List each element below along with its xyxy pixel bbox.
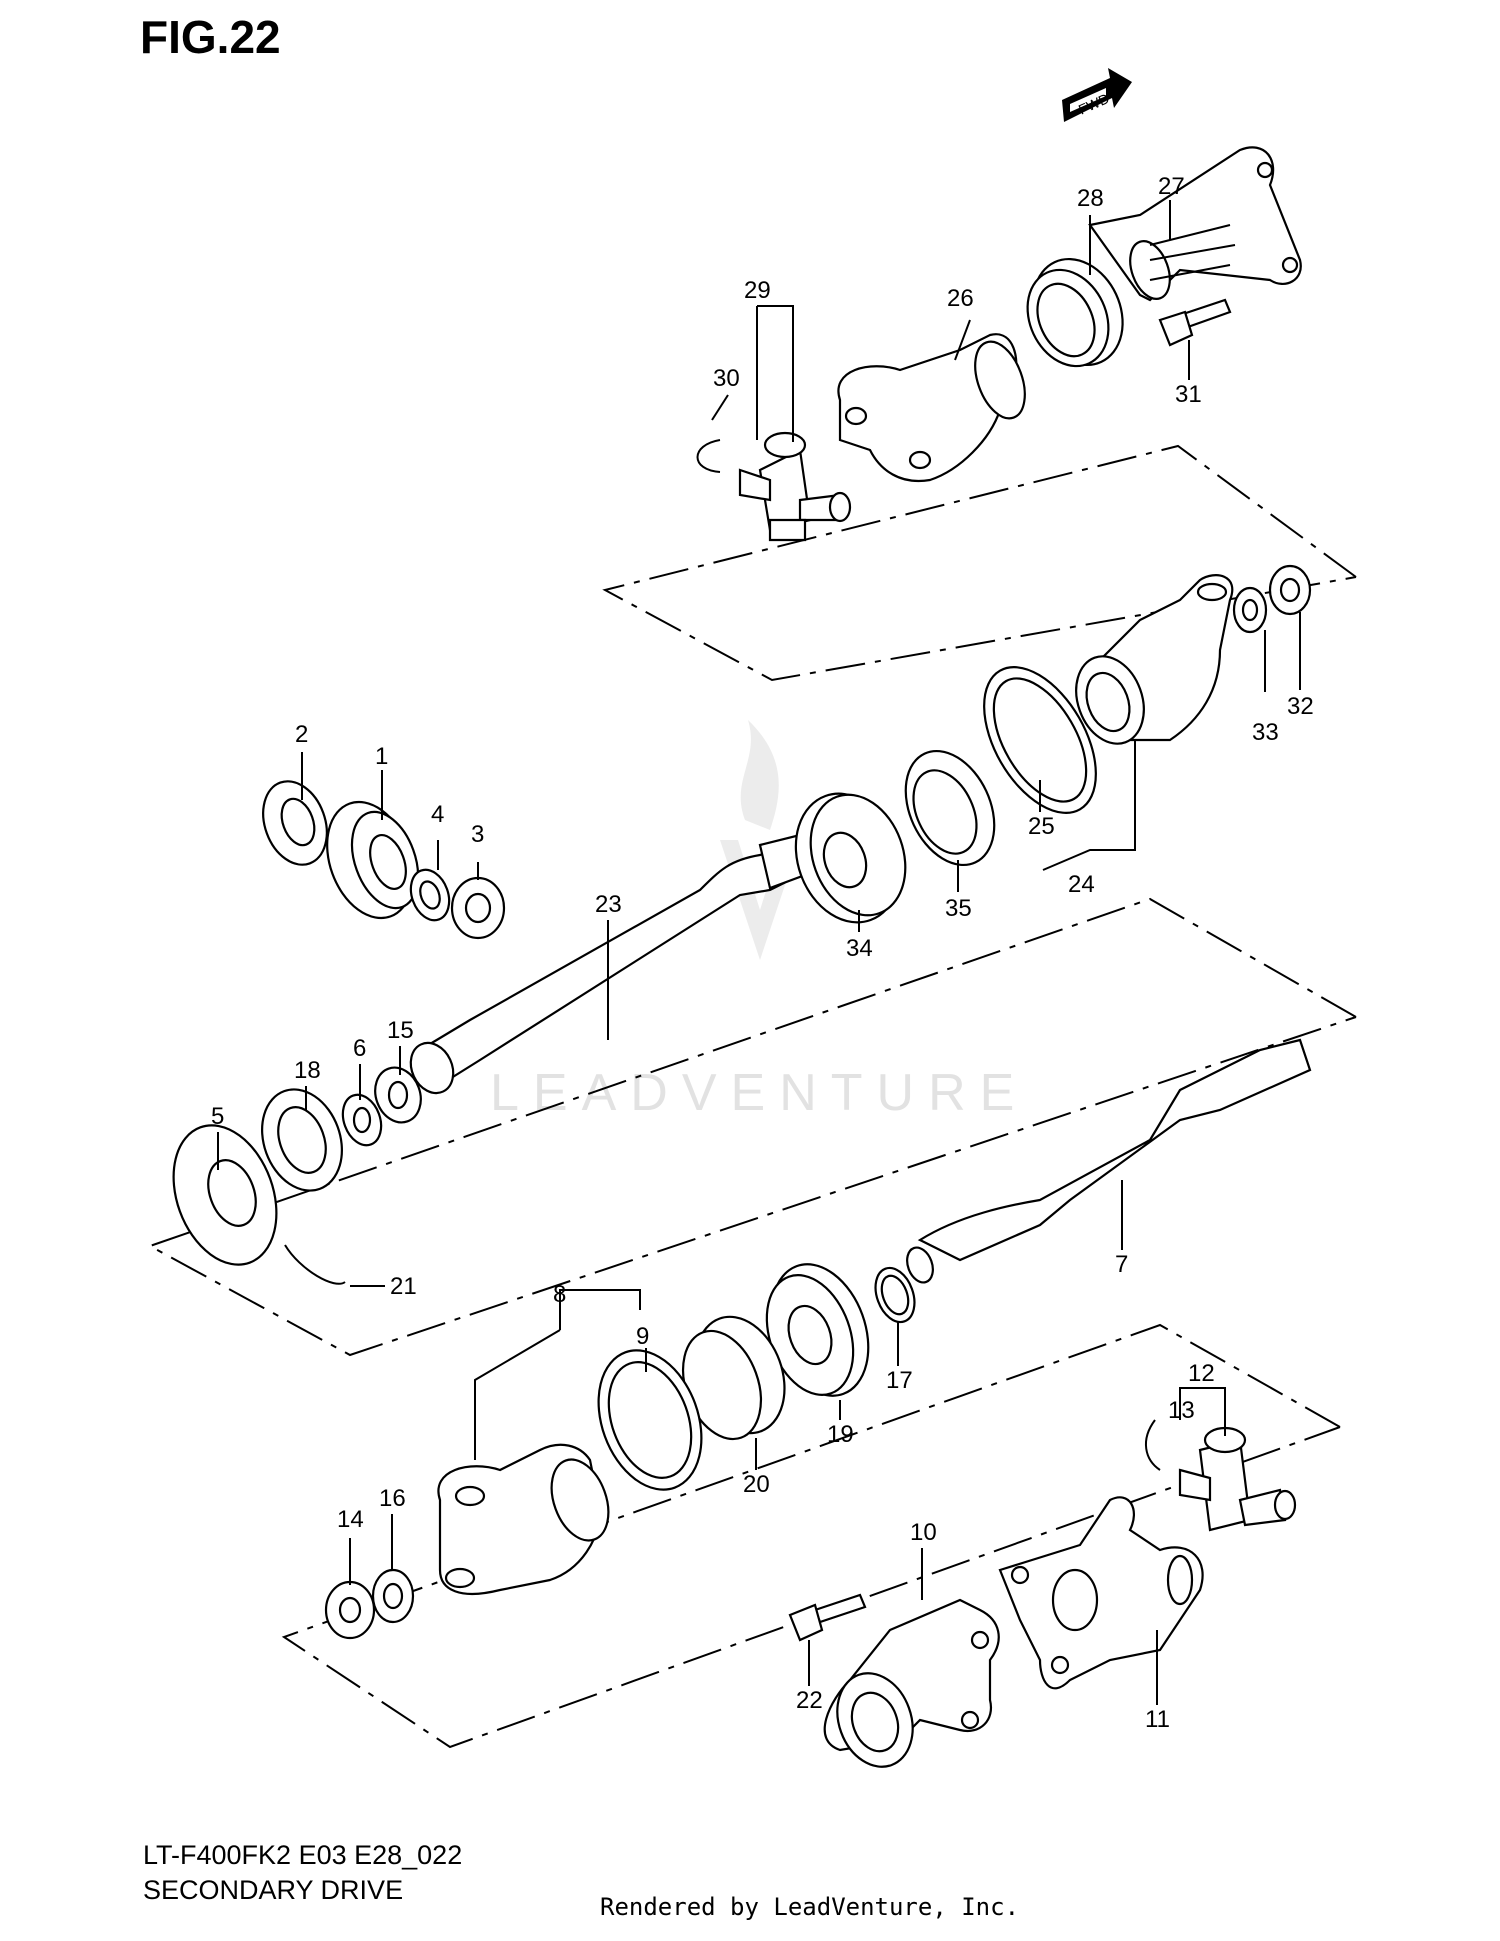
callout-14: 14 bbox=[337, 1506, 364, 1533]
callout-32: 32 bbox=[1287, 693, 1314, 720]
callout-15: 15 bbox=[387, 1017, 414, 1044]
callout-5: 5 bbox=[211, 1103, 224, 1130]
callout-30: 30 bbox=[713, 365, 740, 392]
part-25-o-ring bbox=[983, 666, 1097, 814]
leader-lines bbox=[217, 200, 1301, 1705]
diagram-description: SECONDARY DRIVE bbox=[143, 1875, 404, 1905]
part-10-drive-housing bbox=[823, 1598, 1000, 1768]
callout-25: 25 bbox=[1028, 813, 1055, 840]
callout-4: 4 bbox=[431, 801, 444, 828]
callout-11: 11 bbox=[1145, 1706, 1170, 1733]
callout-9: 9 bbox=[636, 1323, 649, 1350]
part-32-nut bbox=[1268, 564, 1312, 616]
part-11-yoke-flange bbox=[998, 1496, 1204, 1690]
watermark-text: LEADVENTURE bbox=[490, 1064, 1028, 1122]
part-5-bevel-gear bbox=[172, 1124, 278, 1266]
callout-22: 22 bbox=[796, 1687, 823, 1714]
callout-8: 8 bbox=[553, 1281, 566, 1308]
part-14-nut bbox=[324, 1580, 376, 1640]
callout-10: 10 bbox=[910, 1519, 937, 1546]
callout-3: 3 bbox=[471, 821, 484, 848]
part-30-circlip bbox=[696, 439, 721, 473]
part-33-washer bbox=[1232, 586, 1268, 634]
part-17-washer bbox=[874, 1266, 916, 1324]
callout-26: 26 bbox=[947, 285, 974, 312]
part-28-oil-seal bbox=[1026, 257, 1124, 368]
part-34-bearing bbox=[794, 792, 907, 924]
callout-33: 33 bbox=[1252, 719, 1279, 746]
callout-1: 1 bbox=[375, 743, 388, 770]
part-3-nut bbox=[450, 876, 506, 940]
callout-23: 23 bbox=[595, 891, 622, 918]
part-9-oil-seal bbox=[597, 1349, 703, 1491]
part-4-washer bbox=[409, 868, 451, 922]
part-16-washer bbox=[371, 1568, 415, 1624]
callout-27: 27 bbox=[1158, 173, 1185, 200]
part-12-spider-joint bbox=[1178, 1426, 1297, 1532]
part-6-washer bbox=[341, 1093, 383, 1147]
callout-29: 29 bbox=[744, 277, 771, 304]
callout-21: 21 bbox=[390, 1273, 417, 1300]
part-24-yoke-assembly bbox=[1075, 574, 1234, 745]
callout-28: 28 bbox=[1077, 185, 1104, 212]
part-7-shaft bbox=[906, 1038, 1312, 1284]
part-26-yoke bbox=[837, 333, 1026, 483]
part-35-oil-seal bbox=[904, 749, 996, 867]
callout-24: 24 bbox=[1068, 871, 1095, 898]
fwd-arrow-icon: FWD bbox=[1062, 68, 1132, 122]
callout-35: 35 bbox=[945, 895, 972, 922]
part-21-circlip bbox=[284, 1244, 346, 1285]
callout-7: 7 bbox=[1115, 1251, 1128, 1278]
part-23-shaft bbox=[409, 833, 812, 1095]
model-code: LT-F400FK2 E03 E28_022 bbox=[143, 1840, 463, 1870]
callout-20: 20 bbox=[743, 1471, 770, 1498]
callout-16: 16 bbox=[379, 1485, 406, 1512]
part-1-bevel-gear bbox=[326, 800, 420, 920]
callout-17: 17 bbox=[886, 1367, 913, 1394]
part-19-bearing bbox=[765, 1263, 870, 1397]
callout-2: 2 bbox=[295, 721, 308, 748]
callout-18: 18 bbox=[294, 1057, 321, 1084]
callout-12: 12 bbox=[1188, 1360, 1215, 1387]
part-31-bolt bbox=[1158, 298, 1232, 347]
callout-19: 19 bbox=[827, 1421, 854, 1448]
callout-31: 31 bbox=[1175, 381, 1202, 408]
part-2-washer bbox=[262, 780, 328, 866]
callout-labels: 1 2 3 4 5 6 7 8 9 10 11 12 13 14 15 16 1… bbox=[211, 173, 1314, 1733]
part-15-nut bbox=[374, 1066, 422, 1124]
figure-title: FIG.22 bbox=[140, 11, 281, 63]
callout-34: 34 bbox=[846, 935, 873, 962]
rendered-by-credit: Rendered by LeadVenture, Inc. bbox=[600, 1893, 1020, 1921]
callout-6: 6 bbox=[353, 1035, 366, 1062]
part-8-yoke-assembly bbox=[437, 1443, 610, 1595]
part-29-spider-joint bbox=[738, 431, 852, 542]
part-13-circlip bbox=[1145, 1419, 1161, 1471]
part-22-bolt bbox=[788, 1593, 867, 1642]
part-27-drive-flange bbox=[1088, 146, 1302, 302]
part-18-needle-bearing bbox=[261, 1088, 343, 1192]
callout-13: 13 bbox=[1168, 1397, 1195, 1424]
group-outlines bbox=[147, 444, 1357, 1749]
